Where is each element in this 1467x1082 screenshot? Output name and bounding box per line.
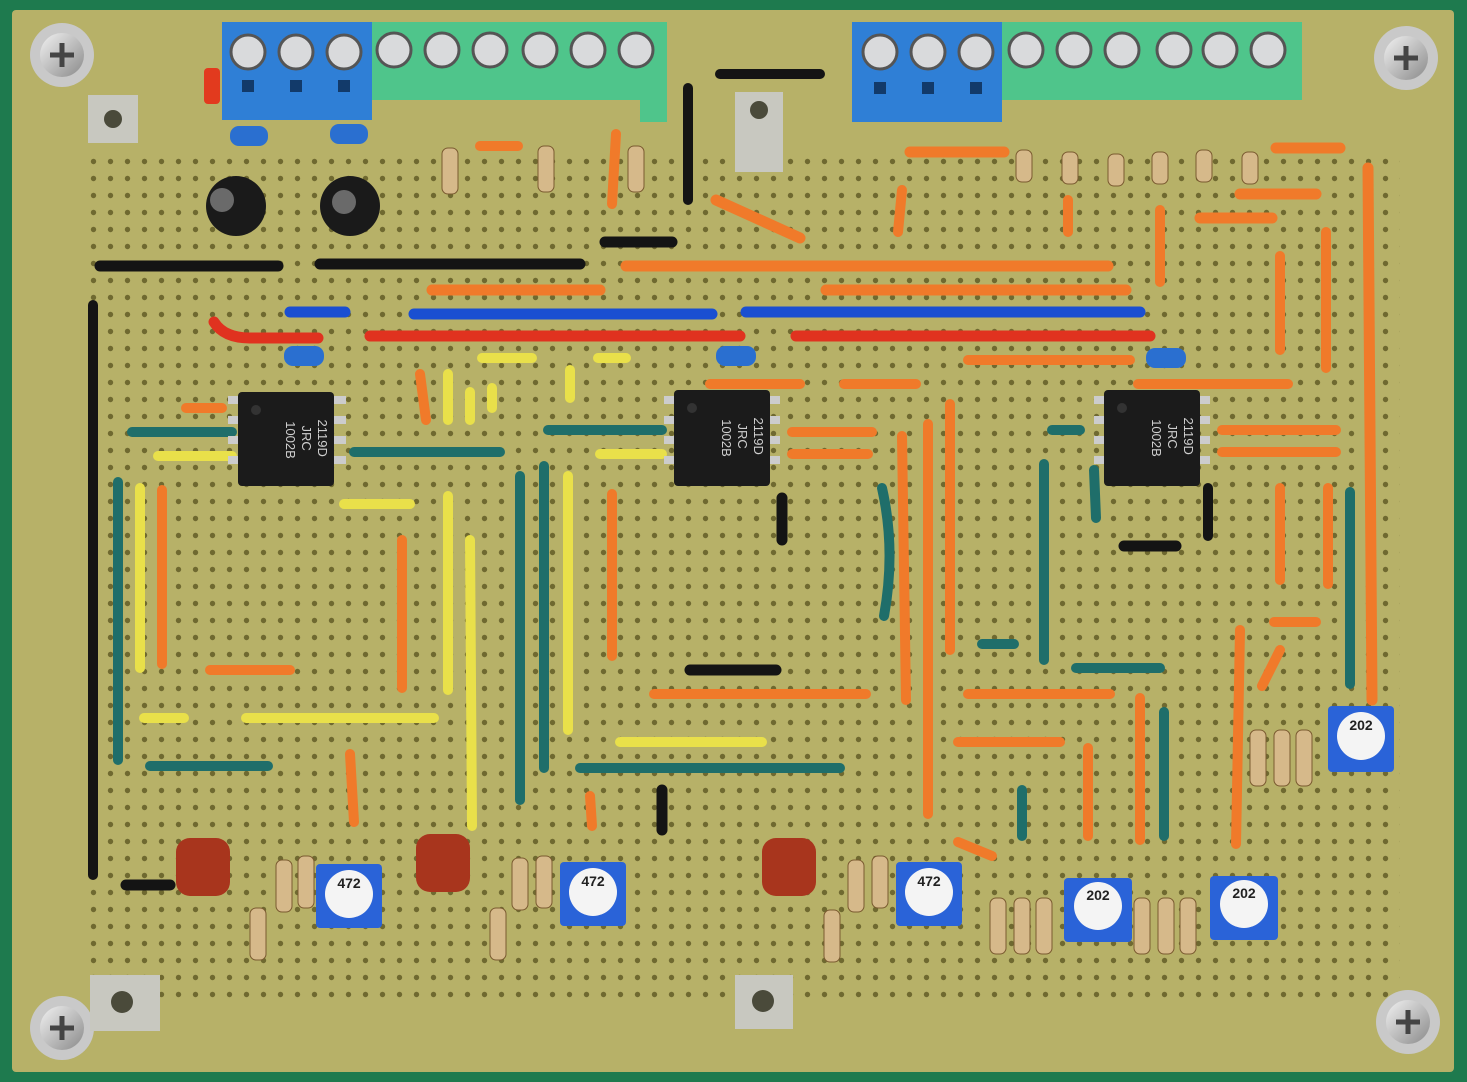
trimmer-1: 472 bbox=[316, 864, 382, 928]
trimmer-3-code: 472 bbox=[917, 873, 941, 889]
ic-chip-1-line2: JRC bbox=[299, 426, 314, 451]
trimmer-2-code: 472 bbox=[581, 873, 605, 889]
ic-chip-2-line1: 2119D bbox=[751, 418, 766, 455]
film-capacitors bbox=[176, 834, 816, 896]
jumper-wires bbox=[88, 69, 1378, 891]
electrolytic-capacitor-2 bbox=[320, 176, 380, 236]
screw-bottom-left bbox=[30, 996, 94, 1060]
trimmer-3: 472 bbox=[896, 862, 962, 926]
ic-chip-3-line1: 2119D bbox=[1181, 418, 1196, 455]
svg-text:2119D JRC 1002B: 2119D JRC 1002B bbox=[283, 420, 330, 461]
trimmer-5: 202 bbox=[1210, 876, 1278, 940]
trimmer-6-code: 202 bbox=[1349, 717, 1373, 733]
svg-text:2119D JRC 1002B: 2119D JRC 1002B bbox=[719, 418, 766, 459]
ic-chip-1-line3: 1002B bbox=[283, 421, 298, 459]
terminal-block-left bbox=[222, 22, 667, 122]
ic-chip-3-line2: JRC bbox=[1165, 424, 1180, 449]
trimmer-4-code: 202 bbox=[1086, 887, 1110, 903]
ic-chip-3-line3: 1002B bbox=[1149, 419, 1164, 457]
standoff-bottom-left bbox=[90, 975, 160, 1031]
ic-chip-2: 2119D JRC 1002B bbox=[664, 390, 780, 486]
ic-chip-1-line1: 2119D bbox=[315, 420, 330, 457]
ceramic-capacitors bbox=[230, 124, 1186, 368]
red-component bbox=[204, 68, 220, 104]
ic-chip-1: 2119D JRC 1002B bbox=[228, 392, 346, 486]
ic-chip-2-line2: JRC bbox=[735, 424, 750, 449]
electrolytic-capacitor-1 bbox=[206, 176, 266, 236]
standoff-left bbox=[88, 95, 138, 143]
standoff-middle bbox=[735, 92, 783, 172]
terminal-block-right bbox=[852, 22, 1302, 122]
trimmer-1-code: 472 bbox=[337, 875, 361, 891]
screw-top-left bbox=[30, 23, 94, 87]
resistors bbox=[249, 145, 1313, 963]
screw-top-right bbox=[1374, 26, 1438, 90]
screw-bottom-right bbox=[1376, 990, 1440, 1054]
svg-text:2119D JRC 1002B: 2119D JRC 1002B bbox=[1149, 418, 1196, 459]
trimmer-5-code: 202 bbox=[1232, 885, 1256, 901]
ic-chip-2-line3: 1002B bbox=[719, 419, 734, 457]
trimmer-4: 202 bbox=[1064, 878, 1132, 942]
ic-chip-3: 2119D JRC 1002B bbox=[1094, 390, 1210, 486]
trimmer-2: 472 bbox=[560, 862, 626, 926]
standoff-bottom-middle bbox=[735, 975, 793, 1029]
trimmer-6: 202 bbox=[1328, 706, 1394, 772]
